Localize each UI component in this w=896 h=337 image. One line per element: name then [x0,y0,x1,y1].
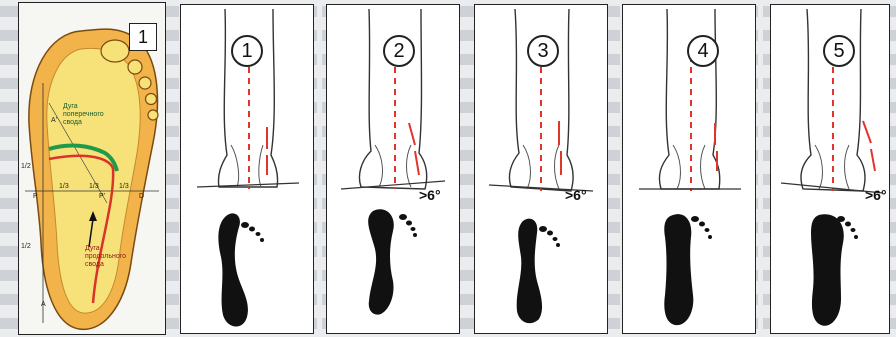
mark-half-top: 1/2 [21,163,31,170]
mark-third-3: 1/3 [119,183,129,190]
heel-panel-4: 4 [622,4,756,334]
angle-label: >6° [865,187,887,203]
longitudinal-arch-label: Дуга продольного свода [85,245,126,269]
angle-label: >6° [565,187,587,203]
mark-p-prime: P' [99,193,105,200]
heel-panel-5: 5 >6° [770,4,890,334]
panel-number: 2 [383,35,415,67]
angle-label: >6° [419,187,441,203]
foot-arch-diagram-panel: 1 Дуга поперечного свода Дуга продольног… [18,2,166,335]
foot-sole-diagram [19,3,166,335]
mark-half-bottom: 1/2 [21,243,31,250]
transverse-arch-label: Дуга поперечного свода [63,103,104,127]
toe-4 [146,94,157,105]
mark-d: D [139,193,144,200]
panel-number: 1 [231,35,263,67]
mark-a-prime: A' [51,117,57,124]
heel-panel-1: 1 [180,4,314,334]
diagram-number: 1 [129,23,157,51]
toe-1 [101,40,129,62]
heel-panel-2: 2 >6° [326,4,460,334]
toe-2 [128,60,142,74]
panel-number: 4 [687,35,719,67]
panel-number: 5 [823,35,855,67]
heel-panel-3: 3 >6° [474,4,608,334]
mark-third-1: 1/3 [59,183,69,190]
toe-5 [148,110,158,120]
mark-third-2: 1/3 [89,183,99,190]
mark-p: P [33,193,38,200]
toe-3 [139,77,151,89]
mark-a: A [41,301,46,308]
panel-number: 3 [527,35,559,67]
